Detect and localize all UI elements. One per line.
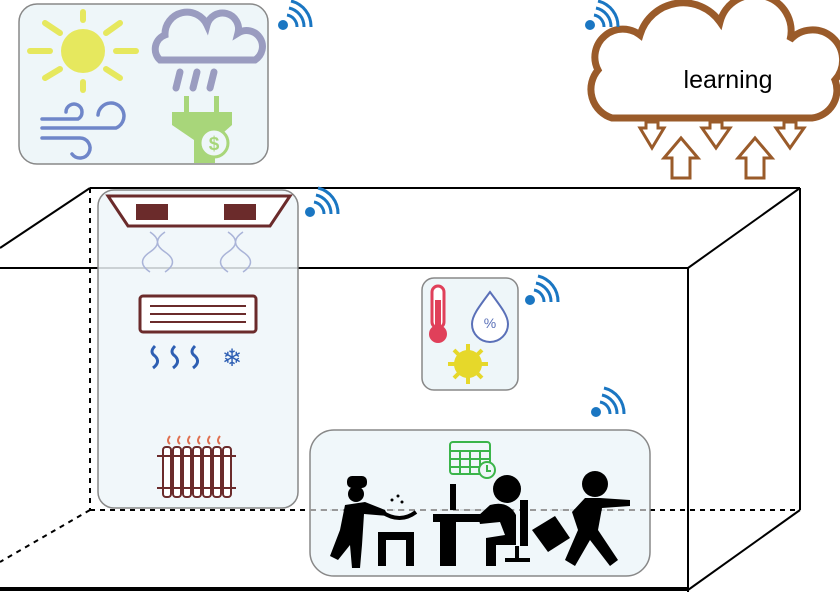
- snowflake-icon: ❄: [222, 345, 242, 372]
- wifi-icon: [523, 274, 560, 307]
- rain-cloud-icon: [151, 8, 266, 92]
- plug-price-icon: $: [172, 96, 232, 163]
- up-down-arrows-icon: [637, 120, 807, 180]
- price-symbol: $: [209, 134, 220, 155]
- brightness-icon: [448, 344, 488, 384]
- businessman-walking-icon: [532, 471, 630, 566]
- cloud-label: learning: [684, 66, 773, 94]
- wifi-icon: [583, 0, 620, 32]
- calendar-icon: [449, 441, 496, 479]
- humidity-symbol: %: [484, 315, 496, 331]
- radiator-icon: [157, 435, 236, 498]
- occupancy-panel: [309, 429, 651, 577]
- wifi-icon: [303, 186, 340, 219]
- wind-icon: [40, 101, 126, 160]
- humidity-icon: %: [470, 290, 510, 343]
- ceiling-vent-icon: [105, 194, 293, 273]
- wifi-icon: [276, 0, 313, 32]
- weather-panel: $: [18, 3, 269, 165]
- thermometer-icon: [429, 284, 447, 343]
- cloud-learning: learning: [587, 0, 840, 180]
- sensor-panel: %: [421, 277, 519, 391]
- office-worker-icon: [433, 475, 530, 566]
- sun-icon: [27, 9, 139, 93]
- air-conditioner-icon: ❄: [138, 294, 258, 372]
- chef-cooking-icon: [330, 476, 418, 568]
- hvac-panel: ❄: [97, 189, 299, 509]
- wifi-icon: [589, 386, 626, 419]
